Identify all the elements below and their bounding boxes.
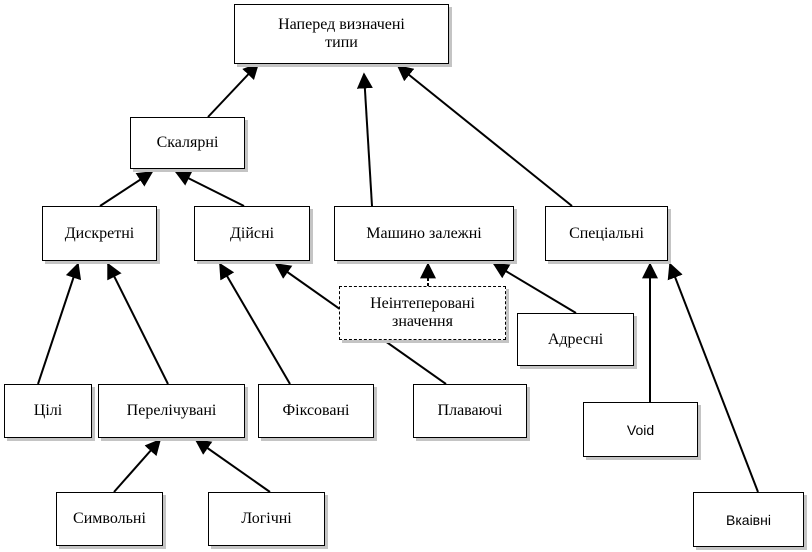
node-discrete-label: Дискретні — [64, 224, 135, 242]
node-enumerated: Перелічувані — [98, 384, 245, 438]
node-special-label: Спеціальні — [569, 224, 644, 242]
node-scalar-label: Скалярні — [156, 134, 219, 151]
node-fixed-label: Фіксовані — [282, 402, 350, 419]
edge-symbolic-enumerated — [113, 438, 162, 493]
node-integer-label: Цілі — [33, 402, 63, 419]
edge-fixed-real — [219, 262, 291, 385]
node-address-label: Адресні — [547, 330, 604, 348]
node-void-label: Void — [626, 421, 655, 438]
node-predefined-types: Наперед визначені типи — [234, 4, 449, 64]
edge-scalar-predefined — [207, 62, 260, 118]
edge-logical-enumerated — [194, 439, 271, 493]
node-uninterpreted-values-label: Неінтеперовані значення — [370, 295, 475, 330]
node-fixed: Фіксовані — [258, 384, 374, 438]
edge-address-machine — [492, 263, 577, 314]
edge-real-scalar — [174, 171, 245, 207]
node-scalar: Скалярні — [130, 117, 245, 169]
edge-integer-discrete — [37, 262, 82, 385]
node-logical-label: Логічні — [241, 510, 292, 527]
node-logical: Логічні — [208, 492, 325, 546]
edge-machine-predefined — [356, 72, 373, 207]
edge-pointer-special — [667, 262, 759, 493]
node-floating-label: Плаваючі — [437, 402, 503, 419]
node-address: Адресні — [517, 313, 634, 366]
node-discrete: Дискретні — [42, 206, 157, 261]
node-special: Спеціальні — [545, 206, 668, 261]
node-machine-dependent: Машино залежні — [334, 206, 514, 261]
node-enumerated-label: Перелічувані — [126, 402, 217, 419]
node-integer: Цілі — [4, 384, 92, 438]
node-uninterpreted-values: Неінтеперовані значення — [339, 286, 506, 340]
node-machine-dependent-label: Машино залежні — [366, 224, 482, 242]
node-symbolic-label: Символьні — [73, 510, 146, 527]
edge-discrete-scalar — [99, 171, 154, 207]
node-pointer-label: Вкаівні — [726, 511, 771, 528]
node-predefined-types-label: Наперед визначені типи — [278, 16, 405, 51]
node-pointer: Вкаівні — [693, 492, 804, 547]
node-real: Дійсні — [194, 206, 310, 261]
node-real-label: Дійсні — [229, 224, 275, 242]
edge-special-predefined — [396, 64, 573, 207]
edge-enumerated-discrete — [107, 262, 169, 385]
node-void: Void — [583, 402, 698, 457]
node-symbolic: Символьні — [56, 492, 163, 546]
node-floating: Плаваючі — [413, 384, 527, 438]
